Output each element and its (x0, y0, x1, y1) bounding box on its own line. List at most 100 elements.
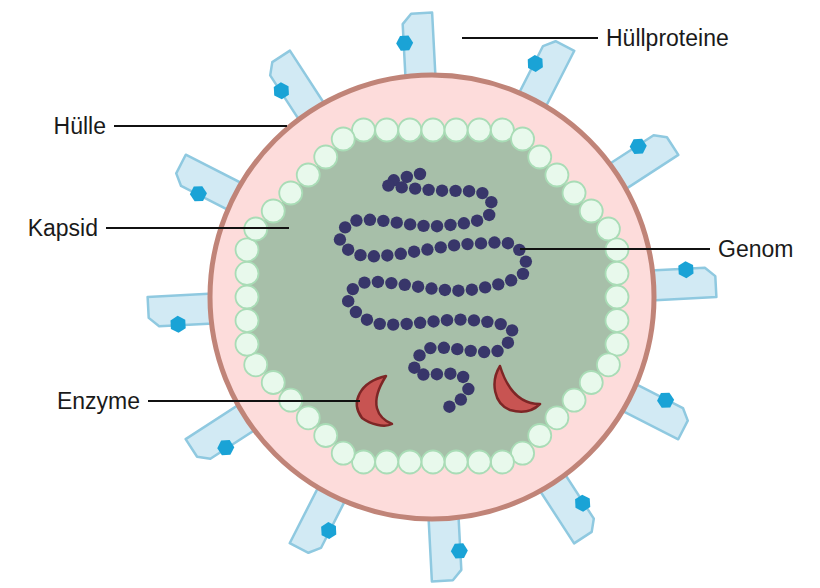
nucleotide-bead (468, 314, 480, 326)
capsomere (606, 309, 629, 332)
capsomere (597, 353, 620, 376)
protein-marker (655, 389, 676, 411)
nucleotide-bead (374, 318, 386, 330)
nucleotide-bead (391, 216, 403, 228)
protein-marker (170, 315, 186, 333)
nucleotide-bead (431, 220, 443, 232)
nucleotide-bead (414, 168, 426, 180)
enzyme (495, 366, 540, 412)
capsomere (375, 451, 398, 474)
nucleotide-bead (399, 279, 411, 291)
nucleotide-bead (441, 314, 453, 326)
nucleotide-bead (404, 218, 416, 230)
capsid-interior (247, 130, 617, 462)
nucleotide-bead (350, 306, 362, 318)
capsomere (468, 451, 491, 474)
nucleotide-bead (454, 313, 466, 325)
nucleotide-bead (387, 318, 399, 330)
capsomere (545, 406, 568, 429)
capsomere (236, 262, 259, 285)
nucleotide-bead (517, 268, 529, 280)
capsomere (528, 424, 551, 447)
nucleotide-bead (377, 215, 389, 227)
part-label: Hüllproteine (604, 26, 731, 51)
part-label: Kapsid (26, 216, 100, 241)
nucleotide-bead (466, 284, 478, 296)
protein-marker (318, 520, 340, 541)
nucleotide-bead (444, 368, 456, 380)
nucleotide-bead (347, 283, 359, 295)
nucleotide-bead (417, 220, 429, 232)
nucleotide-bead (361, 314, 373, 326)
part-label: Genom (716, 237, 795, 262)
capsomere (297, 406, 320, 429)
nucleotide-bead (421, 243, 433, 255)
nucleotide-bead (339, 221, 351, 233)
protein-marker (627, 135, 649, 157)
nucleotide-bead (414, 317, 426, 329)
nucleotide-bead (358, 276, 370, 288)
capsomere (563, 182, 586, 205)
envelope (210, 75, 654, 519)
protein-marker (215, 436, 237, 458)
nucleotide-bead (479, 281, 491, 293)
nucleotide-bead (491, 345, 503, 357)
leader-line (106, 227, 289, 229)
capsomere (236, 238, 259, 261)
leader-line (462, 37, 598, 39)
leader-line (148, 400, 360, 402)
capsid (236, 119, 629, 474)
nucleotide-bead (449, 185, 461, 197)
capsomere (398, 119, 421, 142)
nucleotide-bead (444, 219, 456, 231)
nucleotide-bead (452, 284, 464, 296)
capsomere (597, 218, 620, 241)
nucleotide-bead (457, 371, 469, 383)
nucleotide-bead (385, 277, 397, 289)
capsomere (375, 119, 398, 142)
nucleotide-bead (505, 274, 517, 286)
nucleotide-bead (396, 181, 408, 193)
nucleotide-bead (427, 315, 439, 327)
nucleotide-bead (448, 239, 460, 251)
nucleotide-bead (435, 241, 447, 253)
nucleotide-bead (481, 316, 493, 328)
capsomere (422, 119, 445, 142)
capsomere (398, 451, 421, 474)
nucleotide-bead (424, 342, 436, 354)
protein-marker (270, 80, 292, 102)
capsomere (297, 164, 320, 187)
leader-lines (106, 38, 710, 401)
nucleotide-bead (502, 337, 514, 349)
nucleotide-bead (425, 282, 437, 294)
nucleotide-bead (409, 182, 421, 194)
capsomere (314, 424, 337, 447)
nucleotide-bead (488, 236, 500, 248)
capsomere (445, 119, 468, 142)
leader-line (114, 125, 287, 127)
nucleotide-bead (485, 196, 497, 208)
protein-marker (450, 543, 468, 559)
capsomere (606, 286, 629, 309)
capsomere (545, 164, 568, 187)
nucleotide-bead (413, 349, 425, 361)
nucleotide-bead (520, 255, 532, 267)
capsomere (236, 333, 259, 356)
nucleotide-bead (422, 184, 434, 196)
protein-marker (571, 492, 593, 514)
capsomere (511, 128, 534, 151)
nucleotide-bead (506, 324, 518, 336)
leader-line (520, 248, 710, 250)
nucleotide-bead (354, 249, 366, 261)
nucleotide-bead (364, 214, 376, 226)
capsomere (314, 146, 337, 169)
protein-marker (188, 183, 209, 205)
capsomere (580, 371, 603, 394)
envelope-proteins (148, 13, 717, 582)
nucleotide-bead (381, 249, 393, 261)
capsomere (606, 333, 629, 356)
nucleotide-bead (342, 295, 354, 307)
protein-marker (396, 35, 414, 51)
capsomere (445, 451, 468, 474)
